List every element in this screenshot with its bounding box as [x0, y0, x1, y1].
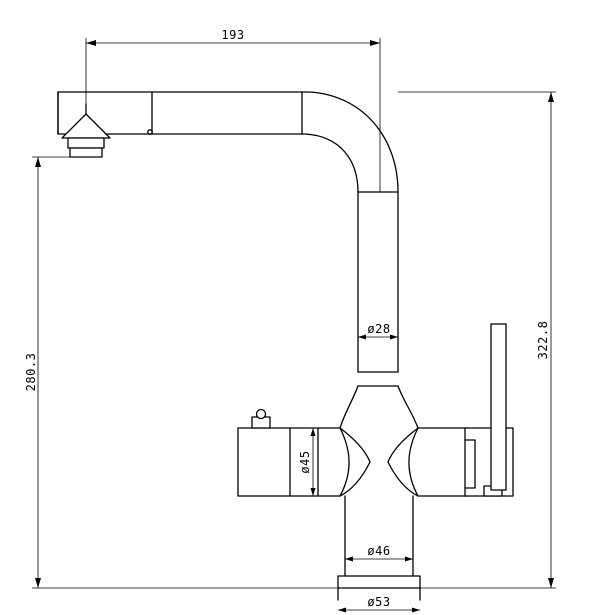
base-diameter-label: ø53 — [367, 595, 390, 609]
total-height-label: 322.8 — [536, 321, 550, 360]
lower-body-diameter-label: ø46 — [367, 544, 390, 558]
dimension-spout-reach: 193 — [85, 28, 381, 192]
lever-handle — [490, 323, 507, 491]
cross-left-upper — [339, 427, 371, 463]
dimension-outlet-height: 280.3 — [24, 156, 338, 589]
spray-head-nozzle — [67, 137, 105, 149]
shoulder-left — [339, 385, 359, 429]
upper-tube-diameter-label: ø28 — [367, 322, 390, 336]
cross-left-lower — [339, 461, 371, 497]
dimension-base: ø53 — [338, 595, 420, 613]
right-valve-inner — [464, 439, 476, 489]
shoulder-right — [397, 385, 419, 429]
cross-right-lower — [387, 461, 419, 497]
outlet-height-label: 280.3 — [24, 353, 38, 392]
dimension-upper-tube: ø28 — [358, 322, 398, 340]
dimension-body: ø45 — [298, 428, 316, 496]
spray-outlet — [69, 147, 103, 158]
spray-head — [61, 113, 111, 139]
left-knob-cap — [255, 408, 267, 420]
spout-marker — [147, 129, 153, 135]
left-valve-body — [237, 427, 291, 497]
cross-left-outer — [339, 427, 350, 497]
cross-right-upper — [387, 427, 419, 463]
base-plate — [337, 575, 421, 589]
body-diameter-label: ø45 — [298, 450, 312, 473]
spout-reach-label: 193 — [221, 28, 244, 42]
spout-arm — [57, 91, 399, 193]
cross-right-outer — [408, 427, 419, 497]
dimension-total-height: 322.8 — [398, 91, 556, 589]
dimension-lower-body: ø46 — [345, 544, 413, 562]
faucet-outline — [57, 91, 514, 601]
